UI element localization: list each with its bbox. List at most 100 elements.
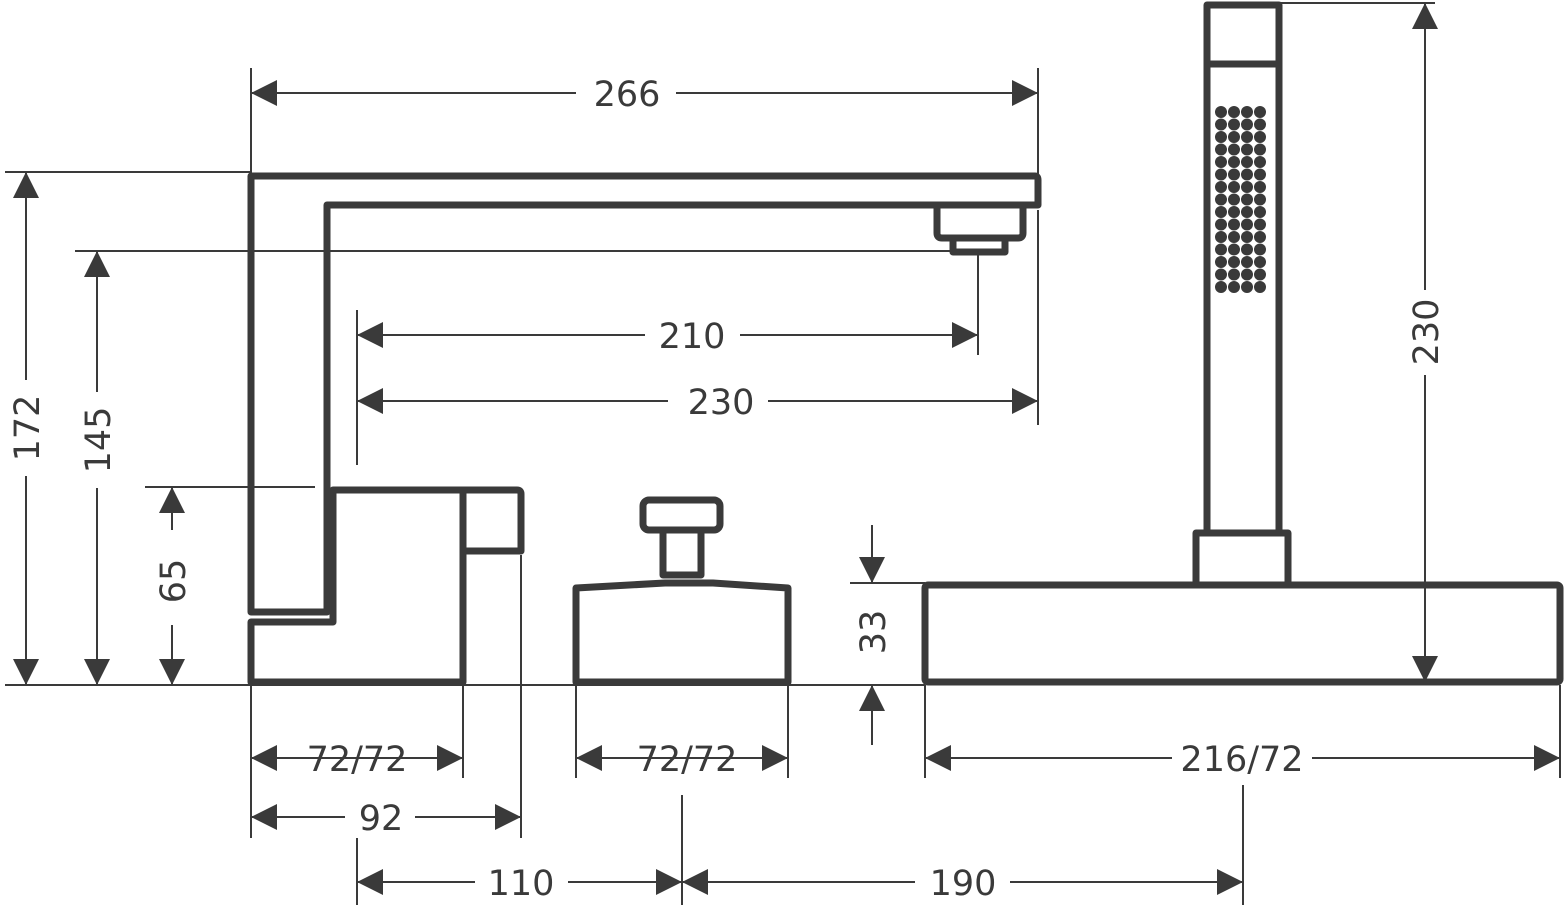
spray-nozzle xyxy=(1215,206,1227,218)
spray-nozzle xyxy=(1241,181,1253,193)
spray-nozzle xyxy=(1254,193,1266,206)
dim-spacing-right: 190 xyxy=(682,864,1243,904)
mixer-body xyxy=(247,486,467,686)
dim-mixer-depth-label: 92 xyxy=(359,799,404,839)
spray-nozzle xyxy=(1254,106,1266,118)
diverter-valve xyxy=(572,496,792,686)
spray-nozzle xyxy=(1215,281,1227,293)
spray-nozzle xyxy=(1228,168,1240,181)
spray-nozzle xyxy=(1228,131,1240,143)
dim-mixer-base: 72/72 xyxy=(251,740,463,780)
spray-nozzle xyxy=(1215,181,1227,193)
dim-outlet-height-label: 145 xyxy=(79,407,119,474)
dim-spout-length-label: 266 xyxy=(594,75,661,115)
spray-nozzle xyxy=(1215,143,1227,156)
dim-spout-length: 266 xyxy=(251,75,1038,115)
shower-holder xyxy=(1192,529,1292,589)
spray-nozzle xyxy=(1241,106,1253,118)
base-plate xyxy=(921,581,1564,686)
spray-nozzle xyxy=(1228,206,1240,218)
spray-nozzle xyxy=(1254,231,1266,243)
dim-plate-base: 216/72 xyxy=(925,740,1560,780)
spray-nozzle xyxy=(1215,156,1227,168)
spray-nozzle xyxy=(1241,143,1253,156)
spray-nozzle xyxy=(1254,131,1266,143)
dim-plate-base-label: 216/72 xyxy=(1180,740,1303,780)
spray-nozzle xyxy=(1254,118,1266,131)
spray-nozzle xyxy=(1241,281,1253,293)
spray-nozzle xyxy=(1254,281,1266,293)
spray-nozzle xyxy=(1241,231,1253,243)
dim-spout-reach-210: 210 xyxy=(357,317,978,357)
dim-outlet-height: 145 xyxy=(79,251,119,685)
spray-nozzle xyxy=(1215,256,1227,268)
spray-nozzle xyxy=(1241,168,1253,181)
spray-nozzle xyxy=(1215,168,1227,181)
spray-nozzle xyxy=(1228,106,1240,118)
spray-nozzle xyxy=(1215,243,1227,256)
spray-nozzle xyxy=(1228,193,1240,206)
dim-mixer-height: 65 xyxy=(154,487,194,685)
spray-nozzle xyxy=(1228,268,1240,281)
spray-nozzle xyxy=(1228,231,1240,243)
dim-valve-base-label: 72/72 xyxy=(637,740,738,780)
dim-shower-height: 230 xyxy=(1407,3,1447,682)
spray-nozzle xyxy=(1241,243,1253,256)
spray-nozzle xyxy=(1228,243,1240,256)
spray-nozzle xyxy=(1254,168,1266,181)
spout-aerator xyxy=(933,208,1027,242)
dim-mixer-base-label: 72/72 xyxy=(307,740,408,780)
spray-nozzle xyxy=(1228,281,1240,293)
dim-spacing-left: 110 xyxy=(357,864,682,904)
spray-nozzle xyxy=(1215,106,1227,118)
spray-nozzle xyxy=(1241,218,1253,231)
spray-nozzle xyxy=(1254,268,1266,281)
spout-mixer-unit xyxy=(247,172,1042,686)
spray-nozzle xyxy=(1254,243,1266,256)
dim-mixer-depth: 92 xyxy=(251,799,521,839)
dim-spout-reach-210-label: 210 xyxy=(659,317,726,357)
spray-nozzle xyxy=(1228,156,1240,168)
spray-nozzle xyxy=(1241,131,1253,143)
spray-nozzle xyxy=(1228,256,1240,268)
dim-valve-base: 72/72 xyxy=(576,740,788,780)
spray-nozzle xyxy=(1241,268,1253,281)
dim-spacing-right-label: 190 xyxy=(930,864,997,904)
dim-spout-reach-230-label: 230 xyxy=(688,383,755,423)
spray-nozzle xyxy=(1215,131,1227,143)
spray-nozzle xyxy=(1254,218,1266,231)
dim-spacing-left-label: 110 xyxy=(488,864,555,904)
spray-nozzle xyxy=(1254,143,1266,156)
dim-shower-height-label: 230 xyxy=(1407,299,1447,366)
spray-nozzle xyxy=(1228,181,1240,193)
dim-mixer-height-label: 65 xyxy=(154,559,194,604)
spray-nozzle xyxy=(1254,156,1266,168)
spray-nozzle xyxy=(1215,231,1227,243)
spray-nozzle xyxy=(1241,206,1253,218)
spray-nozzle xyxy=(1241,118,1253,131)
mixer-lever xyxy=(463,486,525,555)
spray-nozzle xyxy=(1241,256,1253,268)
spray-nozzle xyxy=(1254,256,1266,268)
spray-nozzles xyxy=(1215,106,1266,293)
spray-nozzle xyxy=(1254,206,1266,218)
dim-spout-reach-230: 230 xyxy=(357,383,1038,423)
dim-plate-height: 33 xyxy=(854,525,894,745)
shower-handle xyxy=(1203,1,1283,537)
spray-nozzle xyxy=(1215,218,1227,231)
valve-body xyxy=(572,579,792,686)
dim-plate-height-label: 33 xyxy=(854,610,894,655)
dim-total-height-label: 172 xyxy=(8,395,48,462)
spray-nozzle xyxy=(1215,118,1227,131)
spout-body xyxy=(247,172,1042,616)
spray-nozzle xyxy=(1228,118,1240,131)
extension-lines xyxy=(5,2,1561,905)
spout-aerator-tip xyxy=(949,234,1009,256)
hand-shower-unit xyxy=(921,1,1564,686)
dim-total-height: 172 xyxy=(8,172,48,685)
spray-nozzle xyxy=(1254,181,1266,193)
valve-stem xyxy=(659,526,705,579)
spray-nozzle xyxy=(1228,218,1240,231)
spray-nozzle xyxy=(1241,156,1253,168)
spray-nozzle xyxy=(1215,268,1227,281)
